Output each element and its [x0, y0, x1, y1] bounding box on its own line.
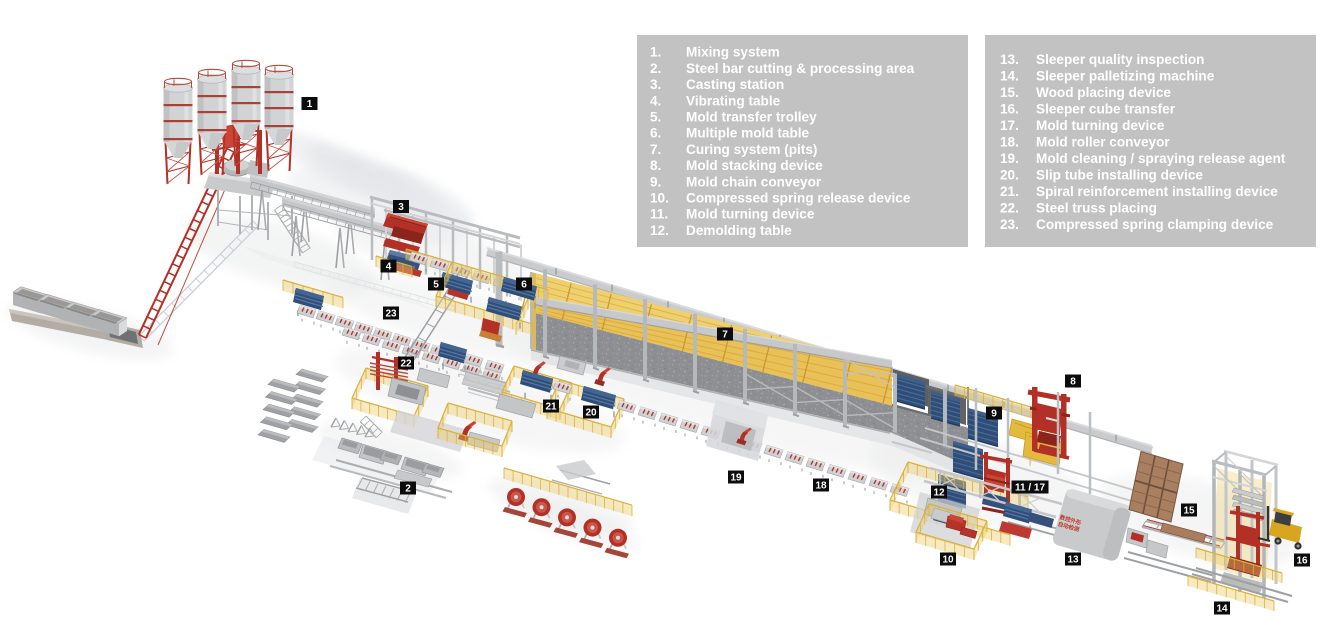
svg-text:19: 19: [730, 473, 742, 484]
svg-text:9.: 9.: [650, 174, 661, 189]
svg-text:Sleeper palletizing machine: Sleeper palletizing machine: [1036, 69, 1215, 84]
svg-text:Vibrating table: Vibrating table: [686, 93, 781, 108]
svg-text:Steel truss placing: Steel truss placing: [1036, 201, 1157, 216]
svg-text:Casting station: Casting station: [686, 77, 784, 92]
svg-text:22: 22: [400, 359, 412, 370]
svg-text:6: 6: [521, 280, 527, 291]
svg-text:10.: 10.: [650, 191, 669, 206]
svg-text:1.: 1.: [650, 45, 661, 60]
svg-text:20.: 20.: [1000, 168, 1019, 183]
svg-text:15.: 15.: [1000, 85, 1019, 100]
svg-text:Compressed spring clamping dev: Compressed spring clamping device: [1036, 217, 1274, 232]
svg-text:Mold stacking device: Mold stacking device: [686, 158, 823, 173]
svg-text:Sleeper quality inspection: Sleeper quality inspection: [1036, 52, 1204, 67]
svg-text:6.: 6.: [650, 126, 661, 141]
svg-text:Compressed spring release devi: Compressed spring release device: [686, 191, 911, 206]
svg-text:17.: 17.: [1000, 118, 1019, 133]
svg-text:23.: 23.: [1000, 217, 1019, 232]
svg-text:18: 18: [815, 481, 827, 492]
svg-text:18.: 18.: [1000, 135, 1019, 150]
svg-text:Demolding table: Demolding table: [686, 223, 792, 238]
svg-text:4: 4: [386, 262, 392, 273]
svg-text:Mold chain conveyor: Mold chain conveyor: [686, 174, 822, 189]
svg-text:21: 21: [545, 402, 557, 413]
svg-text:Steel bar cutting & processing: Steel bar cutting & processing area: [686, 61, 915, 76]
svg-text:15: 15: [1183, 506, 1195, 517]
svg-text:Curing system (pits): Curing system (pits): [686, 142, 817, 157]
svg-text:Mold cleaning / spraying relea: Mold cleaning / spraying release agent: [1036, 151, 1286, 166]
svg-text:Spiral reinforcement installin: Spiral reinforcement installing device: [1036, 184, 1278, 199]
svg-text:21.: 21.: [1000, 184, 1019, 199]
svg-text:Wood placing device: Wood placing device: [1036, 85, 1171, 100]
svg-text:Multiple mold table: Multiple mold table: [686, 126, 810, 141]
svg-text:16.: 16.: [1000, 102, 1019, 117]
svg-text:3: 3: [398, 202, 404, 213]
svg-text:1: 1: [307, 99, 313, 110]
svg-text:19.: 19.: [1000, 151, 1019, 166]
svg-text:5: 5: [433, 280, 439, 291]
svg-text:9: 9: [991, 409, 997, 420]
svg-text:7: 7: [722, 330, 728, 341]
svg-text:13: 13: [1067, 555, 1079, 566]
svg-text:11.: 11.: [650, 207, 668, 222]
svg-text:4.: 4.: [650, 93, 661, 108]
svg-text:8: 8: [1070, 377, 1076, 388]
svg-text:3.: 3.: [650, 77, 661, 92]
svg-text:2: 2: [405, 484, 411, 495]
svg-text:16: 16: [1296, 556, 1308, 567]
svg-text:2.: 2.: [650, 61, 661, 76]
svg-text:23: 23: [385, 309, 397, 320]
svg-text:12.: 12.: [650, 223, 669, 238]
svg-text:14.: 14.: [1000, 69, 1019, 84]
svg-text:11 / 17: 11 / 17: [1015, 483, 1045, 494]
svg-text:Sleeper cube transfer: Sleeper cube transfer: [1036, 102, 1176, 117]
svg-text:Mold turning device: Mold turning device: [686, 207, 815, 222]
svg-text:Mixing system: Mixing system: [686, 45, 780, 60]
svg-text:20: 20: [585, 408, 597, 419]
svg-text:8.: 8.: [650, 158, 661, 173]
svg-text:14: 14: [1216, 604, 1228, 615]
svg-text:12: 12: [933, 488, 945, 499]
svg-text:Slip tube installing device: Slip tube installing device: [1036, 168, 1203, 183]
svg-text:7.: 7.: [650, 142, 661, 157]
svg-text:Mold turning device: Mold turning device: [1036, 118, 1165, 133]
svg-text:22.: 22.: [1000, 201, 1019, 216]
svg-text:Mold transfer trolley: Mold transfer trolley: [686, 110, 817, 125]
svg-text:5.: 5.: [650, 110, 661, 125]
svg-text:10: 10: [942, 555, 954, 566]
svg-text:13.: 13.: [1000, 52, 1019, 67]
svg-text:Mold roller conveyor: Mold roller conveyor: [1036, 135, 1170, 150]
